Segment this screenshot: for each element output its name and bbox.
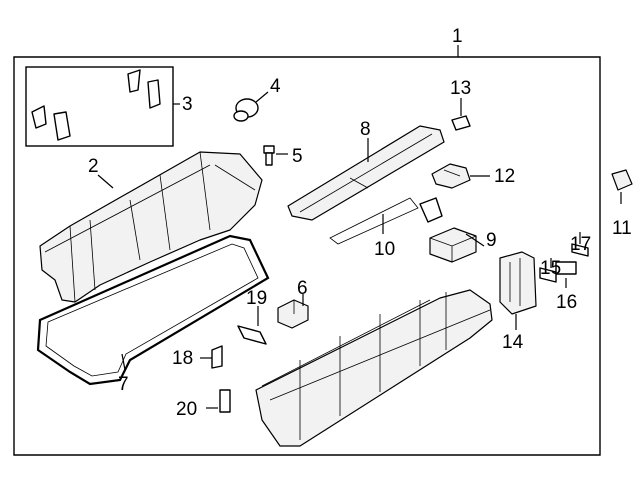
part-6-bracket: [277, 294, 309, 329]
part-19-sensor: [237, 306, 267, 345]
part-20-sensor: [206, 389, 231, 413]
callout-10: 10: [374, 239, 395, 260]
part-15-fuse: [539, 258, 557, 283]
part-8-rail-bracket: [287, 125, 445, 221]
callout-labels: 1 2 3 4 5 6 7 8 9 10 11 12 13 14 15 16 1…: [88, 26, 632, 420]
callout-16: 16: [556, 292, 577, 313]
part-18-clip: [200, 345, 223, 369]
part-4-plug: [233, 91, 269, 122]
part-13-cap: [451, 98, 471, 131]
assembly-frame: [13, 45, 601, 456]
callout-6: 6: [297, 278, 308, 299]
callout-1: 1: [452, 26, 463, 47]
callout-11: 11: [612, 218, 632, 239]
part-3-kit-box: [25, 66, 180, 147]
callout-19: 19: [246, 288, 267, 309]
callout-8: 8: [360, 119, 371, 140]
callout-12: 12: [494, 166, 515, 187]
part-17-fuse: [571, 232, 589, 257]
callout-3: 3: [182, 94, 193, 115]
callout-2: 2: [88, 156, 99, 177]
callout-18: 18: [172, 348, 193, 369]
callout-20: 20: [176, 399, 197, 420]
part-7-seal-gasket: [36, 234, 270, 386]
callout-9: 9: [486, 230, 497, 251]
callout-13: 13: [450, 78, 471, 99]
part-2-top-cover: [39, 151, 263, 303]
part-16-fuse: [555, 261, 577, 288]
callout-5: 5: [292, 146, 303, 167]
part-9-module: [429, 227, 485, 263]
part-12-bracket: [431, 163, 490, 189]
part-1-battery-tray: [255, 289, 493, 447]
part-10-harness: [329, 197, 443, 245]
callout-7: 7: [118, 374, 129, 395]
callout-17: 17: [570, 234, 591, 255]
part-11-relay: [611, 169, 633, 204]
part-5-bolt: [263, 145, 288, 166]
part-14-controller: [499, 251, 537, 330]
callout-4: 4: [270, 76, 281, 97]
callout-15: 15: [540, 258, 561, 279]
callout-14: 14: [502, 332, 524, 353]
